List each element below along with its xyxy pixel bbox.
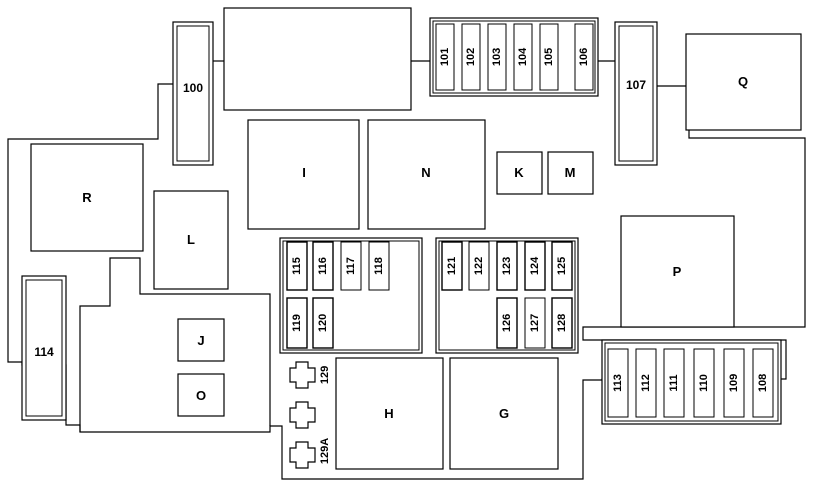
fuse-label: 116 xyxy=(317,257,329,275)
relay-m[interactable]: M xyxy=(547,151,594,195)
fuse-116[interactable]: 116 xyxy=(312,241,334,291)
fuse-label: 101 xyxy=(439,48,451,66)
fuse-104[interactable]: 104 xyxy=(513,23,533,91)
fuse-label: 113 xyxy=(612,374,624,392)
fuse-label: 105 xyxy=(543,48,555,66)
fuse-label: 124 xyxy=(529,256,541,275)
fuse-label: 129 xyxy=(319,366,331,384)
relay-label: O xyxy=(196,388,206,403)
fuse-122[interactable]: 122 xyxy=(468,241,490,291)
fuse-125[interactable]: 125 xyxy=(551,241,573,291)
fuse-117[interactable]: 117 xyxy=(340,241,362,291)
fuse-label: 120 xyxy=(317,314,329,332)
relay-j[interactable]: J xyxy=(177,318,225,362)
fuse-label: 126 xyxy=(501,314,513,332)
relay-r[interactable]: R xyxy=(30,143,144,252)
housing-inner-outline xyxy=(79,257,271,432)
fuse-129a[interactable]: 129A xyxy=(289,438,331,469)
fuse-121[interactable]: 121 xyxy=(441,241,463,291)
relay-label: P xyxy=(673,264,682,279)
relay-label: I xyxy=(302,165,306,180)
fuse-label: 129A xyxy=(319,438,331,464)
fuse-label: 128 xyxy=(556,314,568,332)
fuse-block-115-120: 115 116 117 118 119 120 xyxy=(279,237,423,354)
fuse-109[interactable]: 109 xyxy=(723,348,745,418)
fuse-127[interactable]: 127 xyxy=(524,297,546,349)
fuse-118[interactable]: 118 xyxy=(368,241,390,291)
fuse-label: 109 xyxy=(728,374,740,392)
fuse-label: 123 xyxy=(501,257,513,275)
fuse-100[interactable]: 100 xyxy=(172,21,214,166)
fuse-128[interactable]: 128 xyxy=(551,297,573,349)
fuse-block-108-113: 113 112 111 110 109 108 xyxy=(601,339,782,425)
relay-k[interactable]: K xyxy=(496,151,543,195)
fuse-label: 122 xyxy=(473,257,485,275)
fuse-label: 119 xyxy=(291,314,303,332)
fuse-label: 125 xyxy=(556,257,568,275)
fuse-124[interactable]: 124 xyxy=(524,241,546,291)
relay-label: G xyxy=(499,406,509,421)
fuse-103[interactable]: 103 xyxy=(487,23,507,91)
fuse-120[interactable]: 120 xyxy=(312,297,334,349)
relay-label: M xyxy=(565,165,576,180)
relay-label: L xyxy=(187,232,195,247)
fuse-label: 114 xyxy=(34,345,54,359)
fuse-101[interactable]: 101 xyxy=(435,23,455,91)
fuse-label: 102 xyxy=(465,48,477,66)
fuse-123[interactable]: 123 xyxy=(496,241,518,291)
relay-label: Q xyxy=(738,74,748,89)
fuse-114[interactable]: 114 xyxy=(21,275,67,421)
fuse-106[interactable]: 106 xyxy=(574,23,594,91)
large-block xyxy=(223,7,412,111)
fuse-label: 117 xyxy=(345,257,357,275)
relay-label: N xyxy=(421,165,430,180)
fuse-113[interactable]: 113 xyxy=(607,348,629,418)
relay-o[interactable]: O xyxy=(177,373,225,417)
relay-n[interactable]: N xyxy=(367,119,486,230)
fuse-label: 118 xyxy=(373,257,385,275)
fuse-label: 104 xyxy=(517,47,529,66)
fuse-108[interactable]: 108 xyxy=(752,348,774,418)
relay-label: R xyxy=(82,190,92,205)
fuse-block-121-128: 121 122 123 124 125 126 127 128 xyxy=(435,237,579,354)
fuse-label: 115 xyxy=(291,257,303,275)
relay-p[interactable]: P xyxy=(620,215,735,328)
fuse-unlabeled[interactable] xyxy=(289,401,316,429)
fuse-label: 112 xyxy=(640,374,652,392)
fuse-label: 121 xyxy=(446,257,458,275)
relay-label: J xyxy=(197,333,204,348)
relay-h[interactable]: H xyxy=(335,357,444,470)
fuse-label: 106 xyxy=(578,48,590,66)
fuse-129[interactable]: 129 xyxy=(289,361,331,389)
fuse-110[interactable]: 110 xyxy=(693,348,715,418)
relay-label: K xyxy=(514,165,524,180)
fuse-115[interactable]: 115 xyxy=(286,241,308,291)
fuse-label: 107 xyxy=(626,78,646,92)
relay-l[interactable]: L xyxy=(153,190,229,290)
fuse-102[interactable]: 102 xyxy=(461,23,481,91)
fuse-label: 108 xyxy=(757,374,769,392)
fuse-105[interactable]: 105 xyxy=(539,23,559,91)
fuse-label: 127 xyxy=(529,314,541,332)
relay-g[interactable]: G xyxy=(449,357,559,470)
fuse-label: 110 xyxy=(698,374,710,392)
fuse-block-101-106: 101 102 103 104 105 106 xyxy=(429,17,599,97)
fuse-126[interactable]: 126 xyxy=(496,297,518,349)
relay-label: H xyxy=(384,406,393,421)
relay-q[interactable]: Q xyxy=(685,33,802,131)
fuse-119[interactable]: 119 xyxy=(286,297,308,349)
fuse-label: 100 xyxy=(183,81,203,95)
fuse-111[interactable]: 111 xyxy=(663,348,685,418)
fuse-label: 111 xyxy=(668,374,680,391)
fuse-107[interactable]: 107 xyxy=(614,21,658,166)
fuse-label: 103 xyxy=(491,48,503,66)
relay-i[interactable]: I xyxy=(247,119,360,230)
fuse-112[interactable]: 112 xyxy=(635,348,657,418)
